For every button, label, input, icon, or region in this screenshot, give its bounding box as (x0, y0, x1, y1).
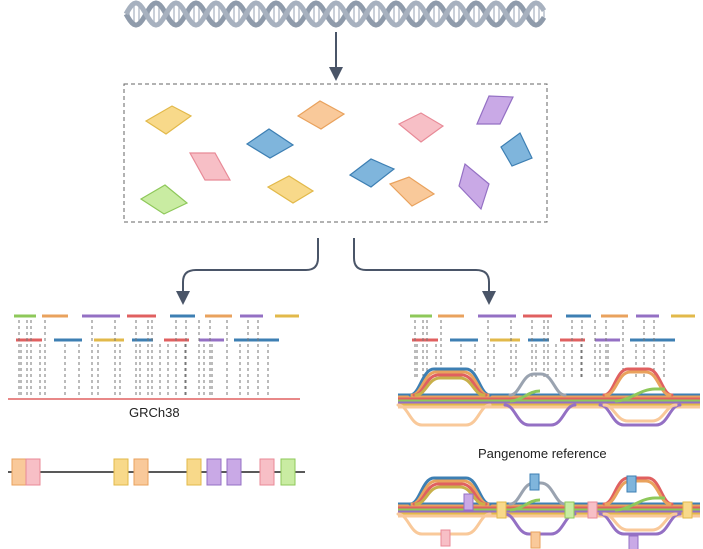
graph-bubble (408, 367, 492, 397)
linear-annotation-track (8, 458, 305, 486)
read-fragment (266, 175, 315, 204)
annotation-feature (440, 529, 451, 547)
graph-bubble (604, 479, 672, 506)
graph-bubble (604, 370, 672, 397)
graph-bubble (396, 403, 492, 427)
annotation-feature (25, 458, 41, 486)
annotation-feature (226, 458, 242, 486)
annotation-feature (259, 458, 275, 486)
read-fragment (188, 152, 232, 181)
read-fragment (296, 100, 346, 130)
read-fragment (388, 176, 436, 207)
graph-bubble (412, 373, 488, 397)
fragment-pool-box (123, 83, 548, 223)
pangenome-annotation-graph (396, 473, 700, 549)
graph-bubble (602, 512, 678, 532)
graph-bubble (408, 476, 492, 506)
read-fragment (245, 128, 295, 159)
read-fragment (348, 158, 396, 188)
annotation-feature (529, 473, 540, 491)
graph-bubble (412, 482, 488, 506)
aligned-reads-linear (14, 314, 299, 398)
read-fragment (476, 95, 514, 125)
annotation-feature (186, 458, 202, 486)
graph-bubble (614, 496, 665, 512)
dna-helix-icon (123, 0, 547, 28)
read-fragment (500, 132, 533, 167)
annotation-feature (628, 535, 639, 549)
read-fragment (144, 105, 193, 135)
annotation-feature (206, 458, 222, 486)
arrow-curved-right-icon (353, 238, 496, 305)
aligned-reads-pangenome (410, 314, 695, 380)
graph-bubble (509, 389, 541, 403)
graph-bubble (414, 485, 486, 506)
graph-bubble (598, 512, 682, 536)
read-fragments (139, 95, 533, 215)
annotation-feature (496, 501, 507, 519)
read-fragment (139, 184, 189, 215)
linear-reference-label: GRCh38 (129, 405, 180, 420)
arrow-curved-left-icon (176, 238, 319, 305)
graph-bubble (509, 498, 541, 512)
annotation-feature (11, 458, 27, 486)
graph-bubble (503, 403, 577, 427)
annotation-feature (133, 458, 149, 486)
graph-bubble (598, 403, 682, 427)
graph-bubble (410, 370, 490, 397)
annotation-feature (113, 458, 129, 486)
graph-bubble (508, 372, 567, 397)
annotation-feature (530, 531, 541, 549)
annotation-feature (626, 475, 637, 493)
graph-bubble (614, 387, 665, 403)
read-fragment (397, 112, 445, 143)
annotation-feature (463, 493, 474, 511)
graph-bubble (602, 403, 678, 423)
annotation-feature (564, 501, 575, 519)
helix-strand (123, 0, 547, 28)
graph-bubble (414, 376, 486, 397)
helix-strand (123, 0, 547, 28)
annotation-feature (682, 501, 693, 519)
read-fragment (458, 162, 490, 211)
graph-bubble (410, 479, 490, 506)
pangenome-reference-label: Pangenome reference (478, 446, 607, 461)
pangenome-graph (396, 367, 700, 427)
annotation-feature (587, 501, 598, 519)
annotation-feature (280, 458, 296, 486)
